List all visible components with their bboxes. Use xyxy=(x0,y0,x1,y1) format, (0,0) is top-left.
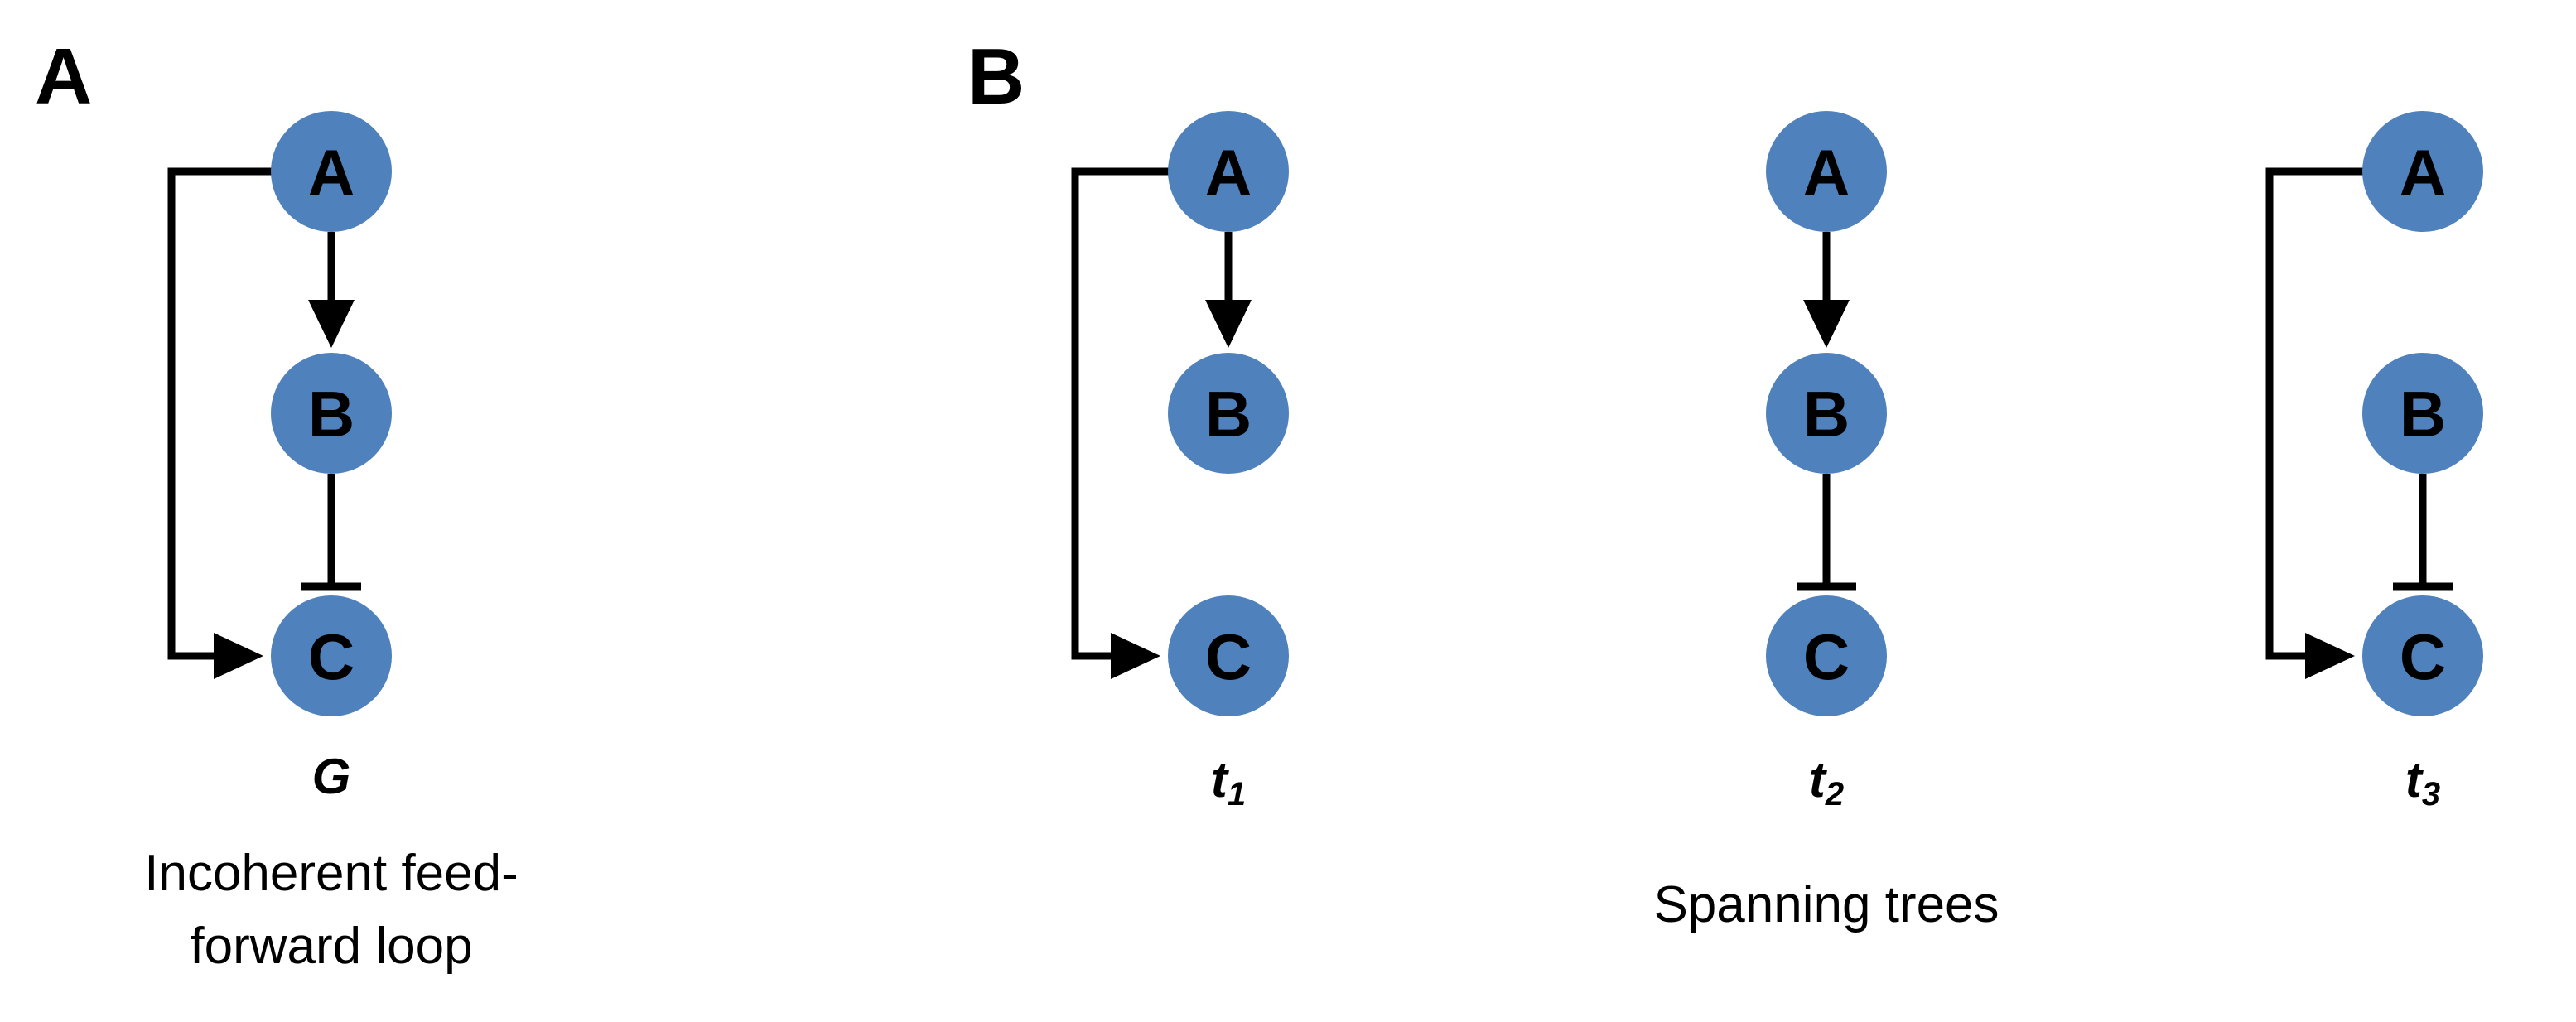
node-t3-c-label: C xyxy=(2400,620,2446,693)
edge-g-a-c xyxy=(167,167,275,660)
node-t3-b-label: B xyxy=(2400,378,2446,451)
graph-label-t1-subscript: 1 xyxy=(1228,776,1246,812)
graph-label-g: G xyxy=(312,749,351,804)
arrowhead-t1-a-c xyxy=(1111,633,1160,679)
node-t2-a-label: A xyxy=(1803,136,1850,209)
node-t3-a-label: A xyxy=(2400,136,2446,209)
graph-t2: A B C t2 xyxy=(1766,111,1887,812)
node-t2-c: C xyxy=(1766,595,1887,716)
graph-t3: A B C t3 xyxy=(2265,111,2483,812)
node-g-a: A xyxy=(271,111,392,232)
node-t1-a-label: A xyxy=(1205,136,1252,209)
node-g-b-label: B xyxy=(308,378,355,451)
node-t2-b: B xyxy=(1766,353,1887,474)
node-t1-c: C xyxy=(1168,595,1289,716)
panel-letter-a: A xyxy=(35,32,92,121)
panel-letter-b: B xyxy=(967,32,1025,121)
arrowhead-g-a-c xyxy=(214,633,263,679)
graph-t1: A B C t1 xyxy=(1071,111,1289,812)
graph-label-t2-name: t xyxy=(1809,752,1828,807)
node-t2-b-label: B xyxy=(1803,378,1850,451)
caption-panel-a-line1: Incoherent feed- xyxy=(144,845,519,902)
node-t1-b-label: B xyxy=(1205,378,1252,451)
node-g-a-label: A xyxy=(308,136,355,209)
node-t3-c: C xyxy=(2362,595,2483,716)
arrowhead-g-a-b xyxy=(308,300,355,348)
caption-panel-a-line2: forward loop xyxy=(190,918,472,975)
graph-label-t1-name: t xyxy=(1211,752,1230,807)
graph-label-t3-name: t xyxy=(2405,752,2424,807)
graph-label-t2-subscript: 2 xyxy=(1825,776,1844,812)
node-t3-b: B xyxy=(2362,353,2483,474)
node-t2-c-label: C xyxy=(1803,620,1850,693)
arrowhead-t1-a-b xyxy=(1205,300,1252,348)
graph-label-t3: t3 xyxy=(2405,752,2440,812)
graph-label-t1: t1 xyxy=(1211,752,1246,812)
arrowhead-t2-a-b xyxy=(1803,300,1850,348)
graph-label-t2: t2 xyxy=(1809,752,1844,812)
node-t1-a: A xyxy=(1168,111,1289,232)
node-g-b: B xyxy=(271,353,392,474)
graph-g: A B C G xyxy=(167,111,392,804)
caption-panel-b: Spanning trees xyxy=(1653,876,1999,933)
node-t1-b: B xyxy=(1168,353,1289,474)
node-g-c: C xyxy=(271,595,392,716)
node-g-c-label: C xyxy=(308,620,355,693)
node-t2-a: A xyxy=(1766,111,1887,232)
node-t1-c-label: C xyxy=(1205,620,1252,693)
node-t3-a: A xyxy=(2362,111,2483,232)
edge-t3-a-c xyxy=(2265,167,2366,660)
graph-label-g-name: G xyxy=(312,749,351,804)
arrowhead-t3-a-c xyxy=(2305,633,2355,679)
edge-t1-a-c xyxy=(1071,167,1172,660)
graph-label-t3-subscript: 3 xyxy=(2422,776,2440,812)
